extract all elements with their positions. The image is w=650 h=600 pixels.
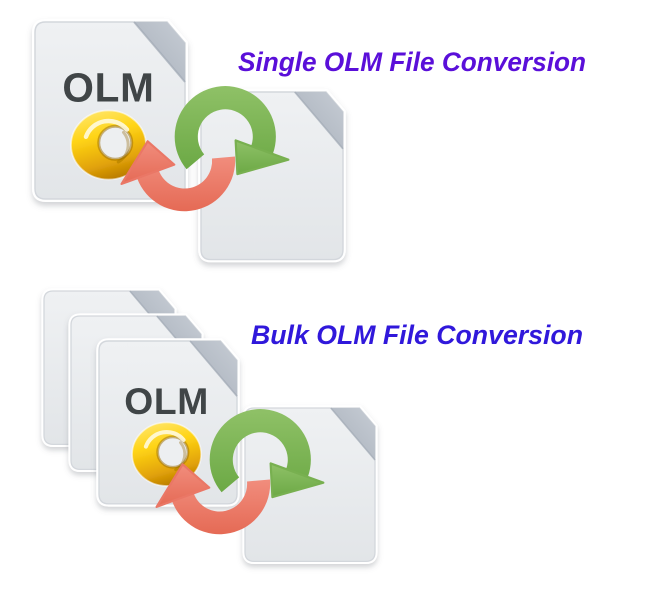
olm-file-icon: OLM: [35, 22, 185, 199]
single-conversion-section: OLM Single OLM File Conversion: [35, 22, 586, 260]
olm-file-icon: OLM: [99, 341, 237, 504]
olm-file-label: OLM: [124, 380, 209, 422]
olm-file-label: OLM: [62, 65, 154, 111]
section-title-single: Single OLM File Conversion: [238, 47, 586, 77]
bulk-conversion-section: OLM Bulk OLM File Conversion: [44, 291, 583, 561]
section-title-bulk: Bulk OLM File Conversion: [251, 320, 583, 350]
